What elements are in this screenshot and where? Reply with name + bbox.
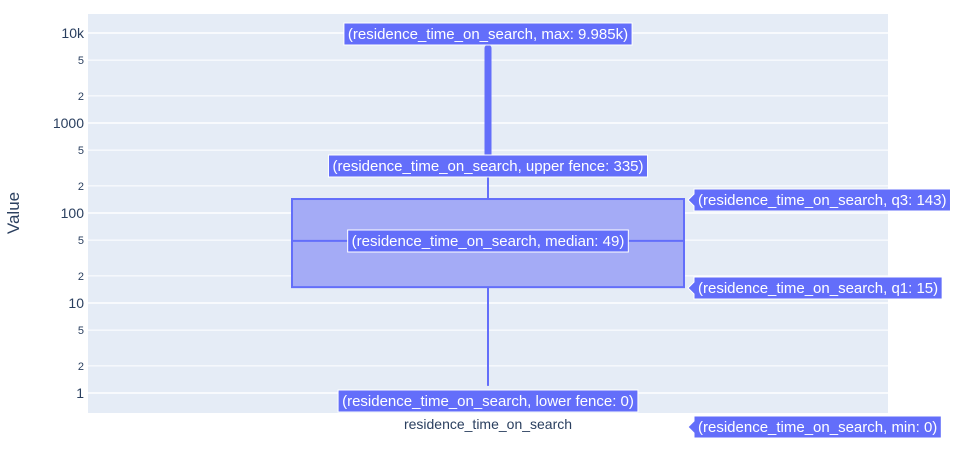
y-tick-label: 10k	[61, 25, 85, 41]
outlier-points[interactable]	[484, 48, 492, 165]
hover-text: (residence_time_on_search, upper fence: …	[332, 158, 643, 175]
hover-box	[687, 276, 943, 300]
hover-label-max: (residence_time_on_search, max: 9.985k)	[343, 22, 633, 46]
hover-label-lower-fence: (residence_time_on_search, lower fence: …	[337, 389, 639, 413]
y-tick-label: 1	[76, 385, 84, 401]
hover-label-upper-fence: (residence_time_on_search, upper fence: …	[327, 154, 649, 178]
y-tick-label: 10	[68, 295, 84, 311]
hover-text: (residence_time_on_search, q3: 143)	[698, 192, 946, 209]
y-tick-label: 100	[61, 205, 85, 221]
y-tick-label: 1000	[53, 115, 84, 131]
hover-text: (residence_time_on_search, median: 49)	[352, 233, 625, 250]
hover-label-median: (residence_time_on_search, median: 49)	[347, 229, 629, 253]
hover-label-q3: (residence_time_on_search, q3: 143)	[687, 188, 951, 212]
hover-text: (residence_time_on_search, lower fence: …	[342, 393, 634, 410]
x-tick-label: residence_time_on_search	[404, 416, 572, 432]
outlier-points-top[interactable]	[484, 44, 492, 54]
y-axis-ticks: 1 2 5 10 2 5 100 2 5 1000 2 5 10k	[53, 25, 85, 401]
hover-box	[687, 188, 951, 212]
y-tick-label: 5	[78, 55, 84, 67]
hover-text: (residence_time_on_search, q1: 15)	[698, 280, 938, 297]
y-axis-title: Value	[4, 192, 23, 234]
y-tick-label: 2	[78, 271, 84, 283]
y-tick-label: 5	[78, 325, 84, 337]
hover-label-q1: (residence_time_on_search, q1: 15)	[687, 276, 943, 300]
y-tick-label: 2	[78, 181, 84, 193]
hover-label-min: (residence_time_on_search, min: 0)	[687, 415, 942, 439]
hover-text: (residence_time_on_search, max: 9.985k)	[348, 26, 628, 43]
hover-text: (residence_time_on_search, min: 0)	[698, 419, 937, 436]
y-tick-label: 2	[78, 91, 84, 103]
y-tick-label: 5	[78, 145, 84, 157]
y-tick-label: 5	[78, 235, 84, 247]
hover-labels: (residence_time_on_search, max: 9.985k) (…	[327, 22, 951, 439]
hover-box	[687, 415, 942, 439]
y-tick-label: 2	[78, 361, 84, 373]
